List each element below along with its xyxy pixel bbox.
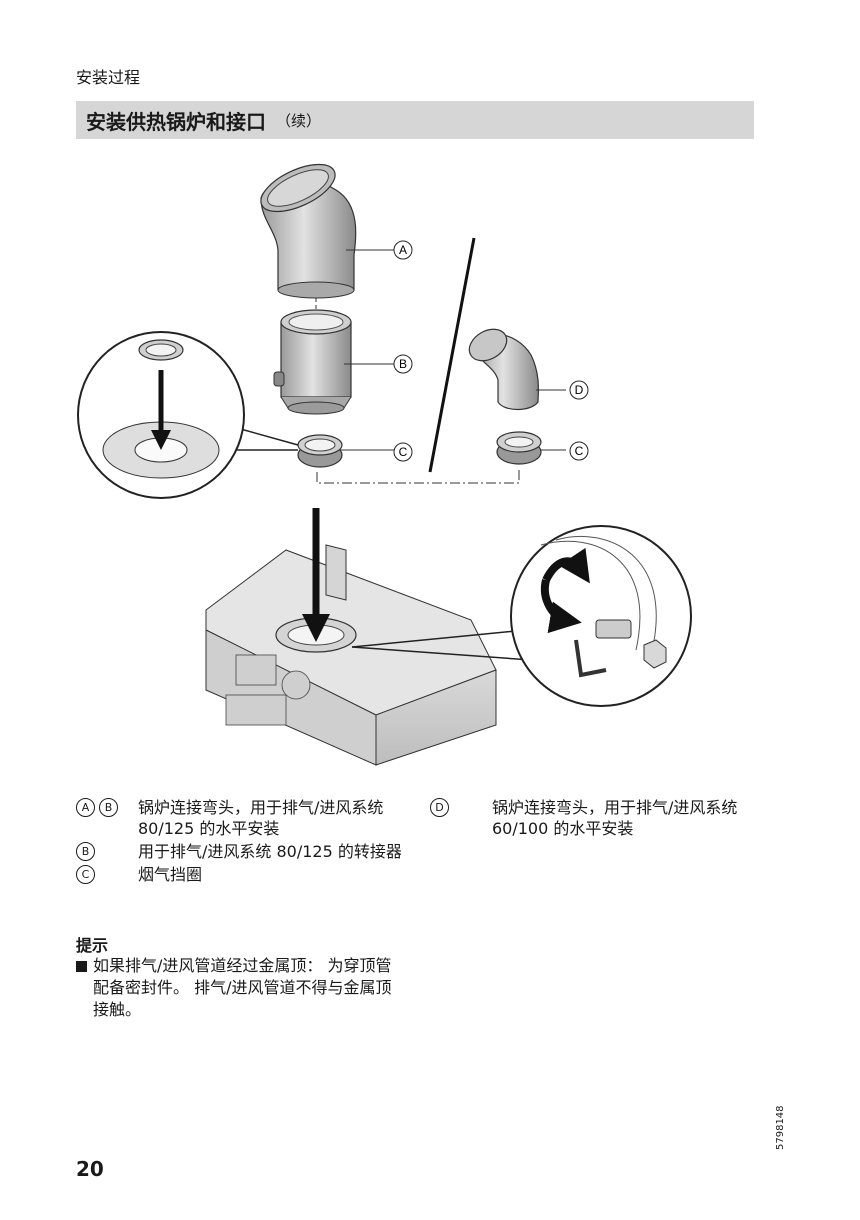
flue-ring-c: [297, 434, 343, 468]
boiler-unit: [205, 508, 497, 766]
key-d: D: [430, 798, 449, 817]
callout-a: A: [399, 243, 407, 257]
legend-item: B 用于排气/进风系统 80/125 的转接器: [76, 841, 406, 862]
adapter-b: [273, 309, 352, 415]
elbow-d: [468, 328, 540, 411]
legend-text: 用于排气/进风系统 80/125 的转接器: [138, 842, 402, 861]
legend-item: D 锅炉连接弯头，用于排气/进风系统 60/100 的水平安装: [430, 797, 780, 839]
title-continued: （续）: [276, 111, 322, 130]
page-title: 安装供热锅炉和接口: [86, 109, 266, 134]
elbow-a: [260, 163, 357, 299]
hint-title: 提示: [76, 936, 109, 955]
title-bar: 安装供热锅炉和接口 （续）: [76, 101, 754, 139]
separator-line: [428, 237, 476, 473]
legend-text: 锅炉连接弯头，用于排气/进风系统 60/100 的水平安装: [492, 798, 738, 838]
inset-detail-left: [77, 331, 299, 499]
key-b: B: [99, 798, 118, 817]
callout-c: C: [399, 445, 408, 459]
legend-text: 锅炉连接弯头，用于排气/进风系统 80/125 的水平安装: [138, 798, 384, 838]
bullet-square-icon: [76, 961, 87, 972]
key-b: B: [76, 842, 95, 861]
key-a: A: [76, 798, 95, 817]
installation-illustration: A B C D C: [77, 163, 692, 766]
callout-c-right: C: [575, 444, 584, 458]
key-c: C: [76, 865, 95, 884]
bracket-line: [316, 468, 520, 484]
callout-b: B: [399, 357, 407, 371]
legend-text: 烟气挡圈: [138, 865, 203, 884]
page-number: 20: [76, 1157, 104, 1181]
callout-d: D: [575, 383, 584, 397]
document-number: 5798148: [775, 1105, 786, 1150]
hint-item: 如果排气/进风管道经过金属顶： 为穿顶管配备密封件。 排气/进风管道不得与金属顶…: [76, 955, 406, 1021]
hint-text: 如果排气/进风管道经过金属顶： 为穿顶管配备密封件。 排气/进风管道不得与金属顶…: [93, 956, 392, 1019]
section-label: 安装过程: [76, 68, 141, 87]
flue-ring-c-right: [496, 431, 542, 465]
inset-detail-right: [351, 525, 692, 707]
legend-item: C 烟气挡圈: [76, 864, 406, 885]
legend-right: D 锅炉连接弯头，用于排气/进风系统 60/100 的水平安装: [430, 797, 780, 841]
